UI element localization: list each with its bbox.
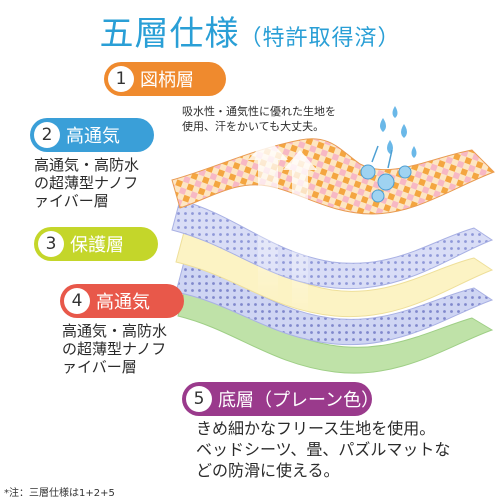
layer-3-label: 3 保護層 [34,227,158,261]
page-title: 五層仕様（特許取得済） [0,6,500,55]
layer-5-number: 5 [186,386,212,412]
layer-2-number: 2 [34,122,60,148]
layer-1-number: 1 [108,66,134,92]
layer-4-name: 高通気 [96,292,150,313]
title-main: 五層仕様 [99,14,240,54]
layer-4-shape [175,261,494,346]
layer-3-name: 保護層 [70,235,124,256]
layer-5-description: きめ細かなフリース生地を使用。 ベッドシーツ、畳、パズルマットな どの防滑に使え… [196,419,451,480]
layer-4-description: 高通気・高防水 の超薄型ナノフ ァイバー層 [62,322,168,376]
layer-5-name: 底層（プレーン色） [218,390,380,411]
layer-1-description: 吸水性・通気性に優れた生地を 使用、汗をかいても大丈夫。 [182,105,336,133]
layer-2-name: 高通気 [66,126,120,147]
title-sub: （特許取得済） [239,26,401,51]
water-drop-icon [360,106,417,203]
layer-3-number: 3 [38,231,64,257]
airflow-arrow-icon [248,138,317,318]
layer-1-label: 1 図柄層 [104,62,226,96]
layer-4-label: 4 高通気 [60,284,184,318]
layer-5-label: 5 底層（プレーン色） [182,382,379,416]
footnote: *注：三層仕様は1+2+5 [4,488,115,499]
layer-1-name: 図柄層 [140,70,194,91]
layer-2-label: 2 高通気 [30,118,154,152]
layer-4-number: 4 [64,288,90,314]
layer-2-description: 高通気・高防水 の超薄型ナノフ ァイバー層 [34,156,140,210]
layer-1-shape [171,138,495,215]
